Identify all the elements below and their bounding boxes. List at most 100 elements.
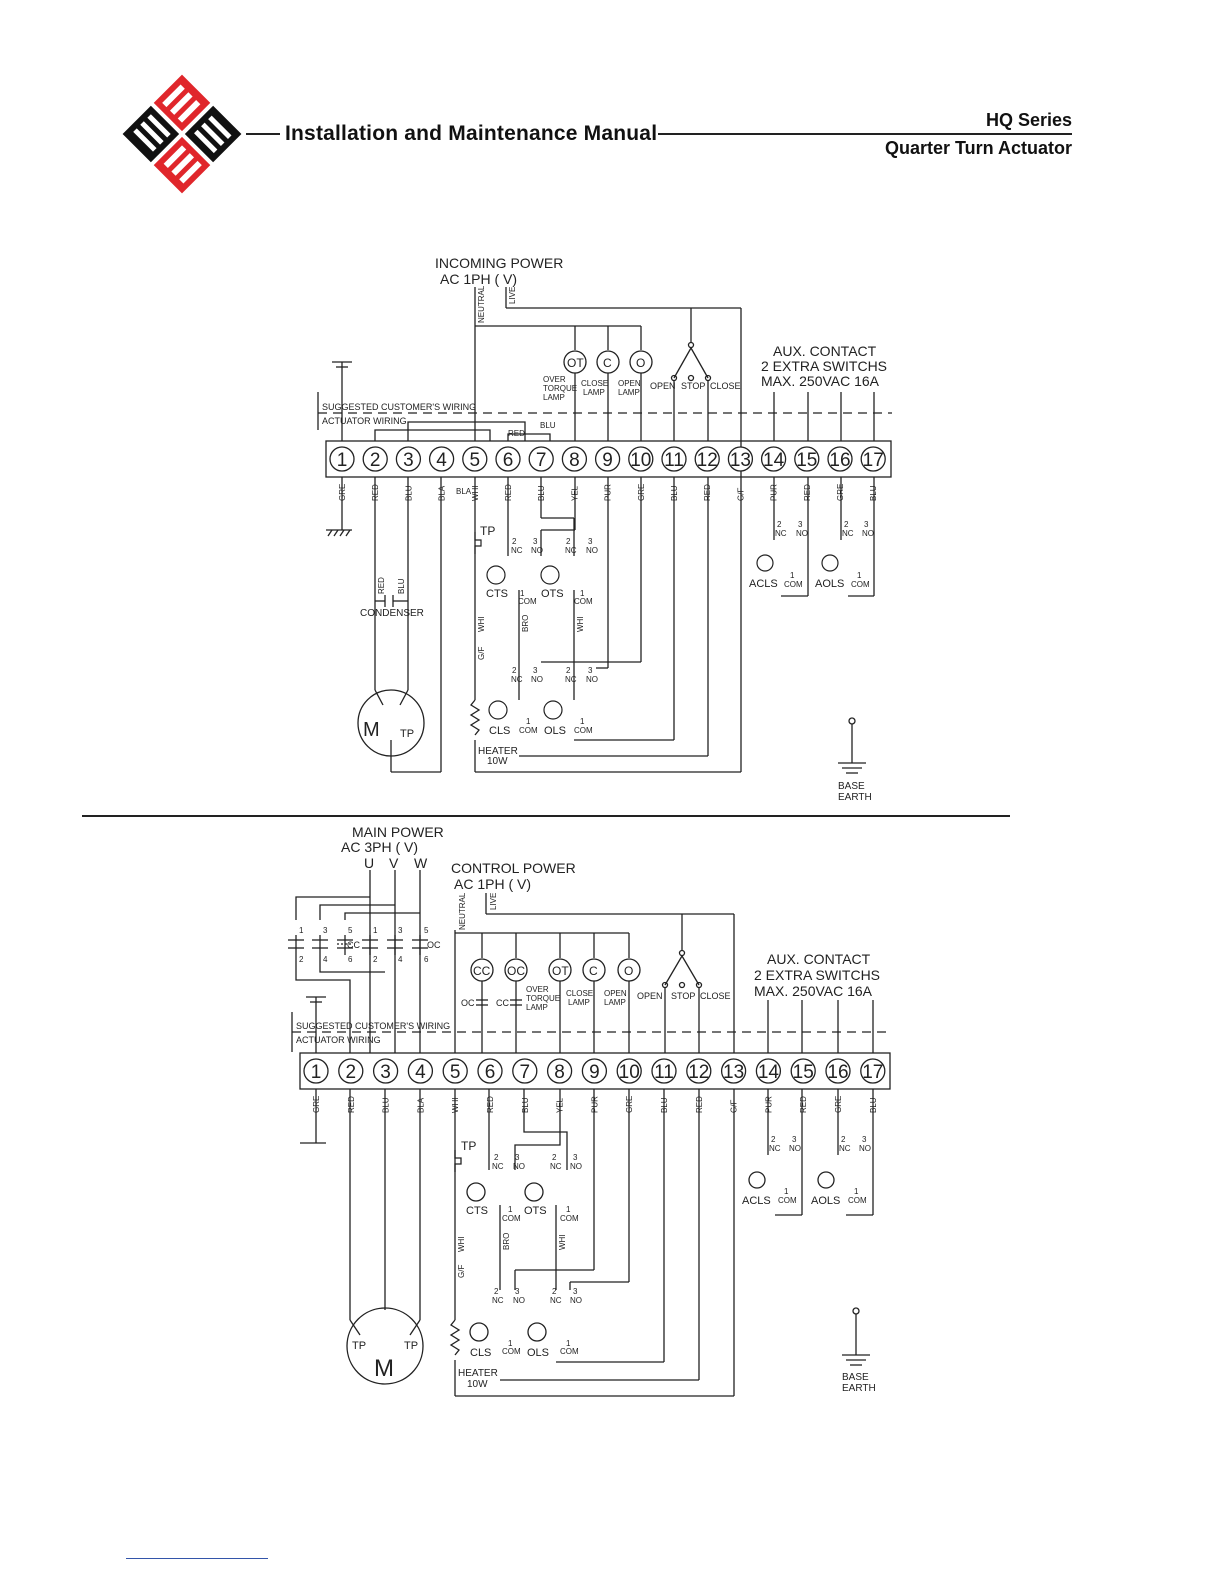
- contact-label: COM: [778, 1196, 797, 1205]
- lamp-ot-label: OT: [567, 356, 584, 370]
- motor-tp-right-label: TP: [404, 1340, 418, 1352]
- close-switch-label: CLOSE: [710, 381, 741, 391]
- terminal-4: [407, 1058, 434, 1084]
- whi-label-2: WHI: [558, 1234, 567, 1250]
- wire-color-label: PUR: [590, 1096, 599, 1113]
- live-label: LIVE: [508, 287, 517, 304]
- contact-label: 1: [520, 589, 525, 598]
- lamp-cc-label: CC: [473, 964, 491, 978]
- wire-color-label: G/F: [730, 1100, 739, 1113]
- terminal-number: 2: [346, 1062, 357, 1083]
- terminal-16: [825, 1058, 851, 1084]
- terminal-number: 12: [688, 1062, 709, 1083]
- wire-color-label: RED: [695, 1096, 704, 1113]
- contact-label: 1: [508, 1339, 513, 1348]
- contact-label: NO: [513, 1296, 525, 1305]
- wire-color-label: BLA: [416, 1097, 425, 1113]
- terminal-number: 4: [415, 1062, 426, 1083]
- contact-label: 3: [533, 666, 538, 675]
- terminal-number: 11: [664, 450, 684, 471]
- wire-color-label: RED: [347, 1096, 356, 1113]
- contact-label: NO: [531, 546, 543, 555]
- terminal-3: [395, 446, 422, 472]
- terminal-number: 15: [793, 1062, 814, 1083]
- terminal-number: 17: [862, 1062, 883, 1083]
- cts-label-2: CTS: [466, 1205, 488, 1217]
- contact-label: NO: [789, 1144, 801, 1153]
- wire-color-label: RED: [799, 1096, 808, 1113]
- contact-label: NC: [511, 546, 523, 555]
- contactor-pin-label: 3: [323, 926, 328, 935]
- contactor-pin-label: 6: [424, 955, 429, 964]
- contact-label: NO: [531, 675, 543, 684]
- contact-label: COM: [560, 1214, 579, 1223]
- terminal-number: 6: [485, 1062, 496, 1083]
- terminal-number: 7: [520, 1062, 531, 1083]
- contactor-pin-label: 2: [299, 955, 304, 964]
- terminal-8: [561, 446, 588, 472]
- wire-color-label: PUR: [764, 1096, 773, 1113]
- terminal-4: [428, 446, 455, 472]
- terminal-number: 6: [503, 450, 514, 471]
- terminal-6: [495, 446, 521, 472]
- terminal-13: [720, 1058, 747, 1084]
- condenser-red-label: RED: [377, 577, 386, 594]
- contact-label: 3: [515, 1153, 520, 1162]
- ots-label-2: OTS: [524, 1205, 547, 1217]
- header-rule-left: [246, 133, 280, 135]
- company-logo: [122, 74, 242, 194]
- contact-label: 1: [857, 571, 862, 580]
- ots-label: OTS: [541, 588, 564, 600]
- contact-label: NO: [586, 546, 598, 555]
- contact-label: 3: [792, 1135, 797, 1144]
- contact-label: COM: [574, 597, 593, 606]
- motor-label: M: [363, 719, 380, 741]
- wire-color-label: RED: [486, 1096, 495, 1113]
- motor-tp-label: TP: [400, 728, 414, 740]
- terminal-number: 2: [370, 450, 381, 471]
- close-switch-label-2: CLOSE: [700, 991, 731, 1001]
- contact-label: NO: [570, 1162, 582, 1171]
- wire-color-label: BLU: [382, 1097, 391, 1113]
- terminal-number: 11: [654, 1062, 674, 1083]
- terminal-number: 17: [863, 450, 884, 471]
- terminal-number: 1: [311, 1062, 322, 1083]
- contact-label: 2: [512, 666, 517, 675]
- contact-label: 3: [515, 1287, 520, 1296]
- manual-title: Installation and Maintenance Manual: [285, 122, 658, 145]
- contact-label: 3: [588, 537, 593, 546]
- contact-label: NC: [769, 1144, 781, 1153]
- open-switch-label-2: OPEN: [637, 991, 663, 1001]
- wire-color-label: GRE: [625, 1096, 634, 1113]
- wire-color-label: WHI: [471, 485, 480, 501]
- gf-label: G/F: [477, 647, 486, 660]
- main-power-label: MAIN POWER: [352, 824, 444, 840]
- contact-label: 2: [494, 1153, 499, 1162]
- cls-label-2: CLS: [470, 1347, 491, 1359]
- wire-bla-label: BLA: [456, 487, 472, 496]
- aols-label: AOLS: [815, 578, 844, 590]
- motor-tp-left-label: TP: [352, 1340, 366, 1352]
- lamp-oc-label: OC: [507, 964, 525, 978]
- contact-label: NC: [492, 1296, 504, 1305]
- wire-blu-label: BLU: [540, 421, 556, 430]
- terminal-number: 4: [436, 450, 447, 471]
- contact-label: COM: [518, 597, 537, 606]
- lamp-ot-label-2: OT: [552, 964, 569, 978]
- terminal-1: [329, 446, 355, 472]
- contact-label: 2: [566, 537, 571, 546]
- actuator-wiring-label-2: ACTUATOR WIRING: [296, 1035, 381, 1045]
- terminal-number: 5: [450, 1062, 461, 1083]
- cc-contact-label: CC: [496, 998, 509, 1008]
- wire-color-label: BLU: [660, 1097, 669, 1113]
- terminal-number: 10: [619, 1062, 640, 1083]
- contact-label: 1: [854, 1187, 859, 1196]
- contact-label: 1: [784, 1187, 789, 1196]
- contact-label: NO: [796, 529, 808, 538]
- contactor-pin-label: 4: [323, 955, 328, 964]
